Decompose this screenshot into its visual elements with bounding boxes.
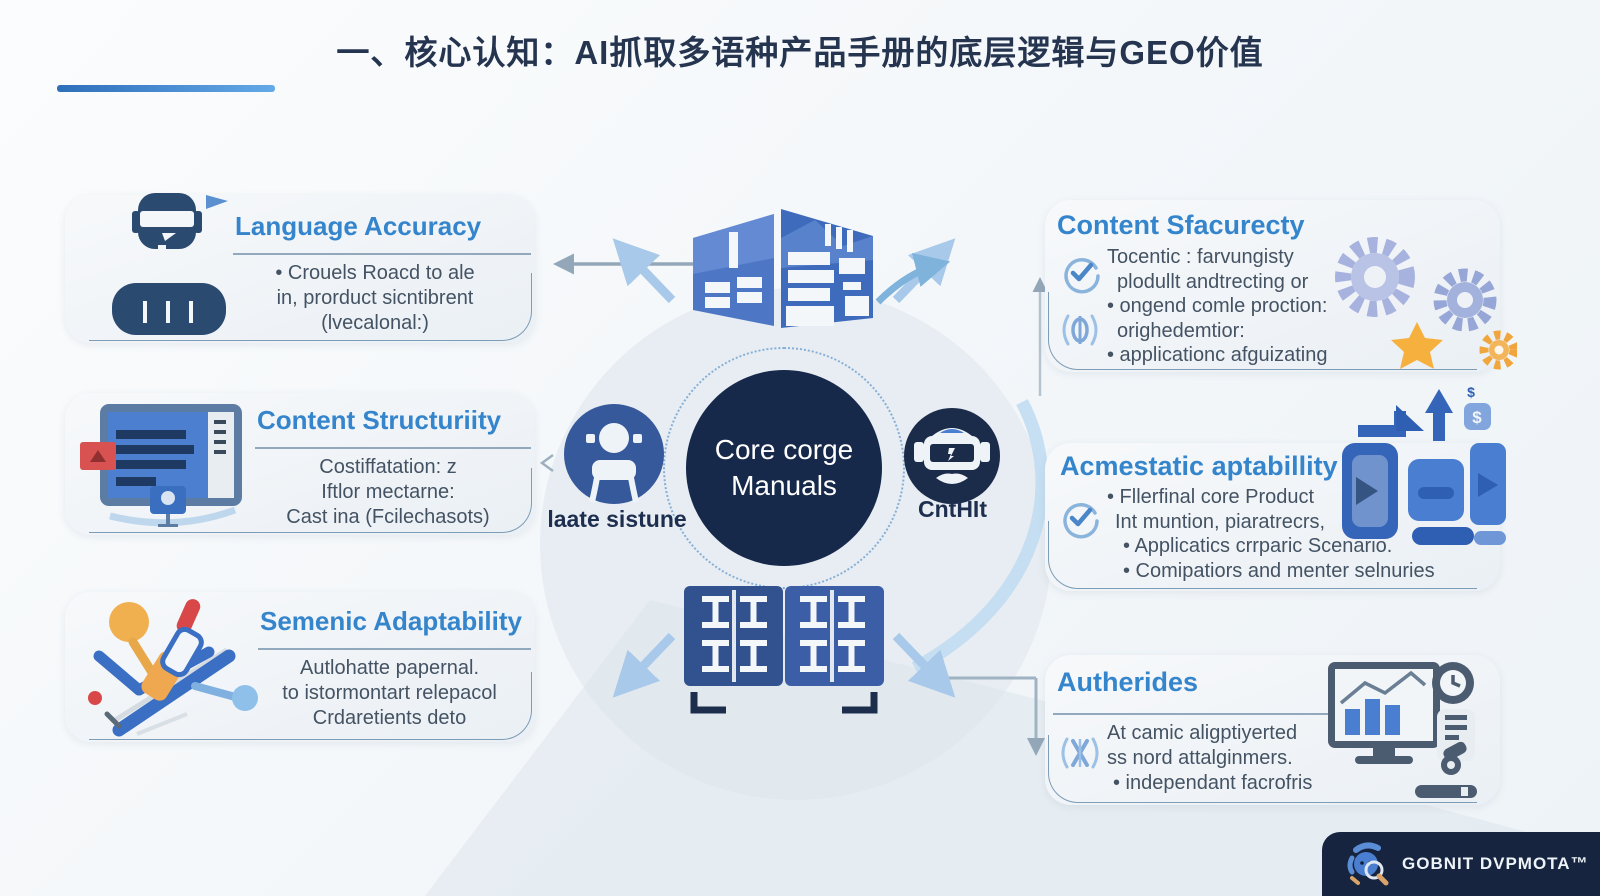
body-line: Tocentic : farvungisty xyxy=(1107,246,1294,268)
card-body: • Crouels Roacd to ale in, prorduct sicn… xyxy=(223,261,527,336)
chevron-left-icon xyxy=(539,453,554,473)
mascot-magnifier-icon xyxy=(1347,842,1389,886)
card-body: Autlohatte papernal. to istormontart rel… xyxy=(248,656,531,731)
body-line: At camic aligptiyerted xyxy=(1107,722,1298,744)
card-divider xyxy=(258,648,531,650)
body-line: Int muntion, piaratrecrs, xyxy=(1115,510,1326,533)
person-headset-icon xyxy=(112,193,228,335)
card-title: Acmestatic aptabillity xyxy=(1060,451,1338,481)
card-title: Autherides xyxy=(1057,667,1199,697)
title-underline xyxy=(57,85,275,92)
card-body: Tocentic : farvungisty plodullt andtrect… xyxy=(1107,245,1407,368)
core-label-line1: Core corge xyxy=(714,434,854,465)
card-acmestatic-aptability: Acmestatic aptabillity • Fllerfinal core… xyxy=(1045,385,1506,591)
body-line: orighedemtior: xyxy=(1117,319,1245,342)
body-line: • Applicatics crrparic Scenario. xyxy=(1123,535,1393,557)
card-title: Language Accuracy xyxy=(235,211,482,241)
tablet-document-icon xyxy=(80,404,242,527)
audio-wave-x-icon xyxy=(1061,737,1099,769)
growth-mosaic-icon: $ $ xyxy=(1342,385,1506,545)
card-divider xyxy=(1053,713,1331,715)
radial-arrow-nw xyxy=(612,238,676,304)
body-line: Iftlor mectarne: xyxy=(321,481,455,503)
check-circle-icon xyxy=(1064,258,1100,294)
network-nodes-icon xyxy=(88,599,258,737)
check-circle-icon xyxy=(1063,503,1099,539)
decorative-arc xyxy=(911,398,1049,674)
body-line: (lvecalonal:) xyxy=(321,312,429,334)
monitor-analytics-icon xyxy=(1328,662,1477,798)
core-label-line2: Manuals xyxy=(731,470,837,501)
svg-text:$: $ xyxy=(1467,385,1475,400)
svg-text:$: $ xyxy=(1472,408,1482,427)
body-line: Autlohatte papernal. xyxy=(299,657,480,679)
gears-icon xyxy=(1335,237,1517,370)
manuals-building-icon xyxy=(693,209,873,328)
card-title: Content Sfacurecty xyxy=(1057,210,1305,240)
card-title: Semenic Adaptability xyxy=(260,606,522,636)
robot-person-node-icon xyxy=(564,404,664,504)
radial-arrow-sw xyxy=(612,632,676,698)
card-body: At camic aligptiyerted ss nord attalginm… xyxy=(1107,721,1387,796)
body-line: • Fllerfinal core Product xyxy=(1107,486,1315,508)
audio-wave-circle-icon xyxy=(1062,314,1098,346)
body-line: Crdaretients deto xyxy=(312,707,467,729)
robot-head-node-icon xyxy=(904,408,1000,504)
right-node-label: CntHIt xyxy=(918,496,987,522)
left-node-label: laate sistune xyxy=(547,506,687,532)
card-divider xyxy=(233,253,531,255)
structured-tables-icon xyxy=(684,586,884,714)
body-line: • Comipatiors and menter selnuries xyxy=(1123,559,1435,582)
body-line: • Crouels Roacd to ale xyxy=(275,262,475,284)
card-autherides: Autherides At camic aligptiyerted ss nor… xyxy=(1045,655,1500,805)
body-line: • ongend comle proction: xyxy=(1107,295,1328,317)
dotted-ring xyxy=(663,347,905,589)
body-line: to istormontart relepacol xyxy=(282,682,497,704)
card-content-sfacurecty: Content Sfacurecty Tocentic : farvungist… xyxy=(1045,200,1517,372)
card-title: Content Structuriity xyxy=(257,405,502,435)
card-divider xyxy=(255,447,531,449)
core-circle: Core corge Manuals xyxy=(686,370,882,566)
body-line: Costiffatation: z xyxy=(319,456,457,478)
card-body: Costiffatation: z Iftlor mectarne: Cast … xyxy=(245,455,531,530)
curved-arrow-top-right xyxy=(875,252,951,305)
radial-arrow-se xyxy=(892,632,956,698)
body-line: in, prorduct sicntibrent xyxy=(276,287,474,309)
card-semantic-adaptability: Semenic Adaptability Autlohatte papernal… xyxy=(65,592,535,742)
body-line: Cast ina (Fcilechasots) xyxy=(286,506,490,528)
brand-logo-text: GOBNIT DVPMOTA™ xyxy=(1402,854,1589,873)
body-line: • independant facrofris xyxy=(1113,772,1313,794)
card-content-structure: Content Structuriity Costiffatation: z I… xyxy=(65,393,535,535)
body-line: • applicationc afguizating xyxy=(1107,344,1328,366)
card-language-accuracy: Language Accuracy • Crouels Roacd to ale… xyxy=(65,193,535,343)
body-line: plodullt andtrecting or xyxy=(1117,270,1309,293)
page-title: 一、核心认知：AI抓取多语种产品手册的底层逻辑与GEO价值 xyxy=(336,34,1264,71)
body-line: ss nord attalginmers. xyxy=(1107,747,1293,769)
brand-logo-bar: GOBNIT DVPMOTA™ xyxy=(1322,832,1600,896)
card-body: • Fllerfinal core Product Int muntion, p… xyxy=(1107,485,1447,583)
